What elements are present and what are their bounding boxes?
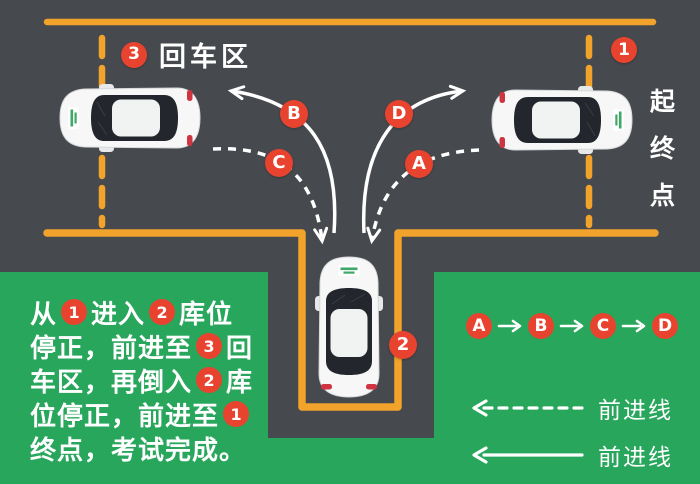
instruction-text: 从: [30, 299, 58, 330]
sequence-arrow-icon: [497, 319, 522, 333]
sequence-legend: A B C D: [466, 313, 678, 339]
car-top-view: [315, 256, 383, 398]
car-top-view: [491, 86, 633, 154]
instruction-text: 车区，再倒入: [30, 367, 193, 398]
start-end-char: 起: [650, 87, 676, 116]
path-D-curve: [361, 84, 467, 234]
instruction-step-badge: 1: [223, 401, 250, 427]
car-logo-chip: [338, 265, 360, 276]
instruction-text: 位停正，前进至: [30, 401, 220, 432]
sequence-arrow-icon: [621, 319, 646, 333]
instruction-step-badge: 2: [196, 367, 223, 393]
start-end-vertical-label: 起终点: [650, 82, 675, 212]
car-logo-chip: [68, 107, 79, 129]
dashed-line-arrow: [466, 398, 586, 418]
turn-zone-label-group: 3 回车区: [121, 35, 252, 74]
car-taillight-left: [321, 384, 332, 390]
turn-zone-label: 回车区: [159, 42, 252, 73]
start-end-char: 点: [650, 181, 676, 210]
instruction-text: 库: [226, 367, 254, 398]
car-taillight-right: [499, 137, 505, 148]
instruction-text: 库位: [179, 299, 234, 330]
car-logo-line1: [340, 267, 358, 271]
car-taillight-left: [187, 135, 193, 146]
badge-1: 1: [611, 37, 637, 63]
instruction-text: 回: [226, 333, 254, 364]
car-taillight-left: [499, 92, 505, 103]
car-turn-zone: [59, 84, 201, 152]
car-wipers: [584, 102, 596, 137]
legend-dashed-row: 前进线: [466, 391, 673, 425]
legend-label: 前进线: [598, 445, 673, 471]
sequence-badge-D: D: [652, 313, 678, 339]
car-logo-chip: [613, 109, 624, 131]
instruction-text: 停正，前进至: [30, 333, 193, 364]
sequence-badge-C: C: [590, 313, 616, 339]
instruction-text: 终点，考试完成。: [30, 435, 247, 466]
car-logo-line2: [74, 112, 77, 124]
legend-solid-row: 前进线: [466, 438, 673, 472]
car-in-bay: [315, 256, 383, 398]
curve-label-D: D: [385, 100, 413, 128]
curve-label-A: A: [405, 150, 433, 178]
instruction-line: 终点，考试完成。: [30, 431, 253, 466]
car-wipers: [331, 293, 366, 305]
car-roof: [330, 309, 368, 357]
car-taillight-right: [187, 90, 193, 101]
car-logo-line1: [618, 111, 622, 129]
car-roof: [532, 101, 580, 139]
badge-3: 3: [121, 41, 147, 68]
sequence-arrow: [497, 318, 523, 334]
solid-line-arrow: [466, 445, 586, 465]
car-logo-line1: [70, 109, 74, 127]
instruction-step-badge: 2: [149, 299, 176, 325]
car-taillight-right: [366, 384, 377, 390]
path-A-curve: [366, 148, 480, 245]
sequence-arrow-icon: [559, 319, 584, 333]
bottom-boundary-and-bay-line: [43, 229, 659, 411]
curve-label-C: C: [265, 149, 293, 177]
instruction-step-badge: 3: [196, 333, 223, 359]
legend-dashed-arrow-icon: [472, 399, 584, 417]
start-end-char: 终: [650, 134, 676, 163]
car-wipers: [96, 101, 108, 136]
car-logo-line2: [615, 114, 618, 126]
sequence-arrow: [621, 318, 647, 334]
sequence-badge-A: A: [466, 313, 492, 339]
sequence-arrow: [559, 318, 585, 334]
car-logo-line2: [343, 271, 355, 274]
instruction-text: 进入: [91, 299, 146, 330]
sequence-badge-B: B: [528, 313, 554, 339]
car-start-point: [491, 86, 633, 154]
legend-label: 前进线: [598, 398, 673, 424]
badge-2: 2: [389, 331, 417, 359]
path-B-curve: [227, 85, 337, 234]
car-roof: [112, 99, 160, 137]
car-top-view: [59, 84, 201, 152]
legend-solid-arrow-icon: [472, 446, 584, 464]
instruction-step-badge: 1: [61, 299, 88, 325]
curve-label-B: B: [280, 100, 308, 128]
